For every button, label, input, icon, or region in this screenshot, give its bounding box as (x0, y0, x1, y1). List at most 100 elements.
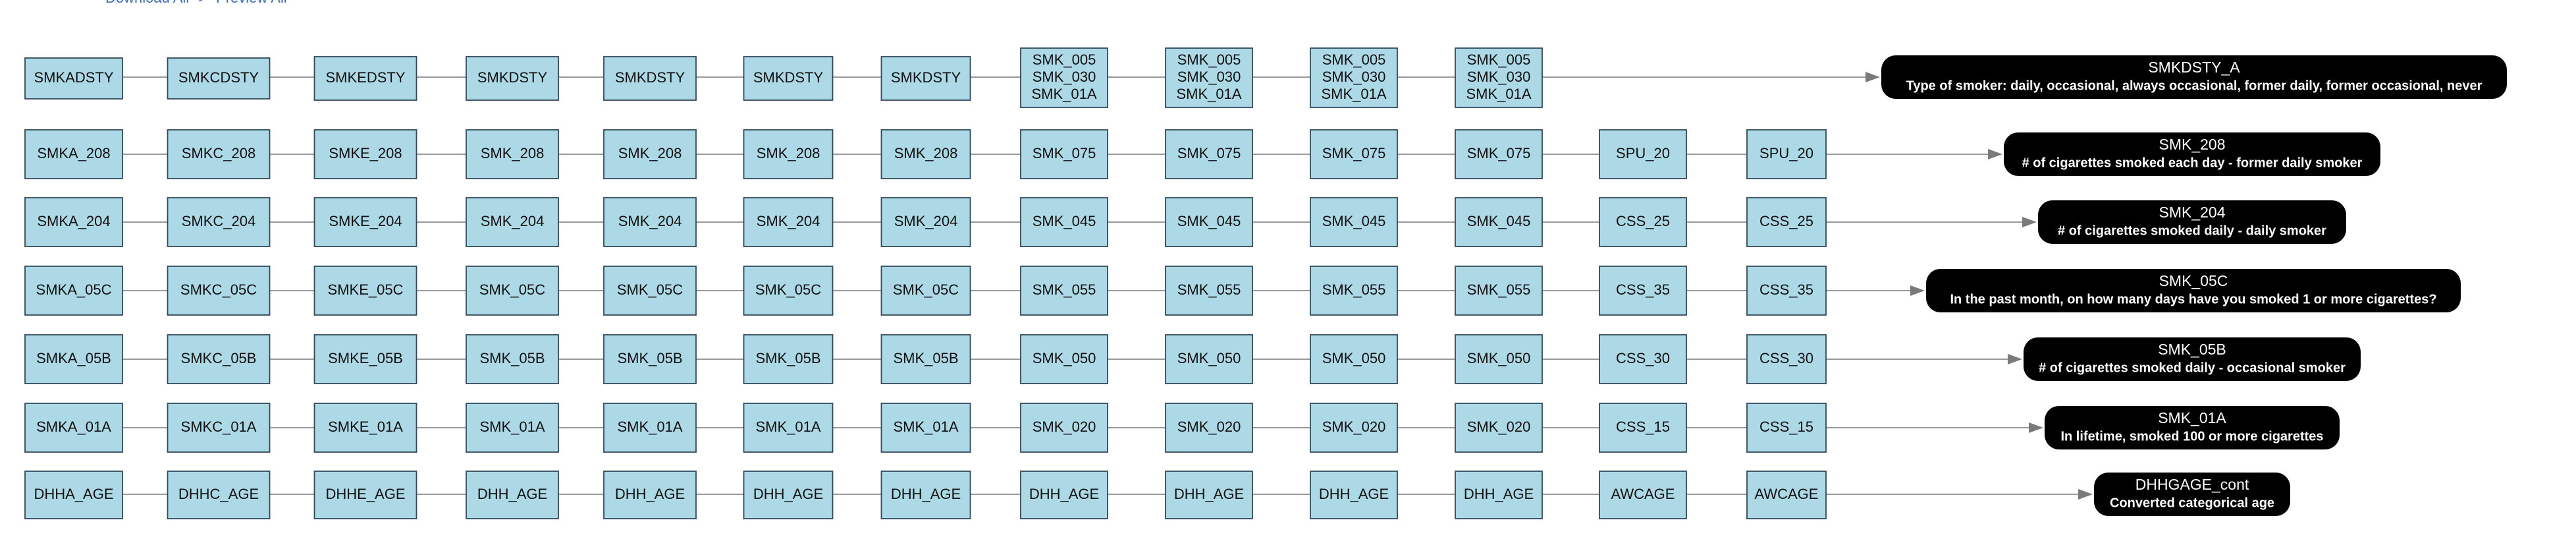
source-node[interactable]: SMK_075 (1455, 129, 1543, 179)
source-node[interactable]: SMK_05C (880, 266, 971, 316)
source-node[interactable]: CSS_25 (1599, 197, 1687, 247)
target-node[interactable]: SMK_204# of cigarettes smoked daily - da… (2038, 200, 2346, 244)
source-node[interactable]: SMKEDSTY (313, 56, 417, 101)
source-node[interactable]: DHH_AGE (1020, 471, 1108, 519)
source-node[interactable]: SMKA_05B (24, 334, 123, 384)
source-node[interactable]: SMK_055 (1020, 266, 1108, 316)
source-node[interactable]: CSS_15 (1746, 403, 1827, 453)
source-node[interactable]: DHHA_AGE (24, 471, 123, 519)
source-node[interactable]: SMK_055 (1165, 266, 1253, 316)
source-node[interactable]: SMK_045 (1455, 197, 1543, 247)
source-node[interactable]: SMK_020 (1455, 403, 1543, 453)
source-node[interactable]: SMKE_05B (313, 334, 417, 384)
source-node[interactable]: SMK_208 (880, 129, 971, 179)
source-node[interactable]: SMK_05C (603, 266, 697, 316)
source-node[interactable]: SMK_05B (603, 334, 697, 384)
source-node[interactable]: SPU_20 (1746, 129, 1827, 179)
source-node[interactable]: SPU_20 (1599, 129, 1687, 179)
source-node[interactable]: SMK_204 (603, 197, 697, 247)
source-node[interactable]: SMKA_208 (24, 129, 123, 179)
source-node[interactable]: CSS_25 (1746, 197, 1827, 247)
source-node[interactable]: DHH_AGE (1310, 471, 1398, 519)
source-node[interactable]: SMKCDSTY (167, 57, 271, 100)
source-node[interactable]: SMKE_01A (313, 403, 417, 453)
source-node[interactable]: SMKDSTY (466, 56, 559, 101)
source-node-label: CSS_35 (1616, 281, 1670, 298)
source-node[interactable]: DHH_AGE (1165, 471, 1253, 519)
source-node[interactable]: SMKA_204 (24, 197, 123, 247)
source-node[interactable]: SMK_05C (743, 266, 834, 316)
preview-all-link[interactable]: Preview All (216, 0, 287, 6)
source-node[interactable]: SMKC_01A (167, 403, 271, 453)
source-node[interactable]: DHHE_AGE (313, 471, 417, 519)
source-node[interactable]: SMK_204 (466, 197, 559, 247)
source-node[interactable]: SMKDSTY (743, 56, 834, 101)
source-node[interactable]: SMK_050 (1310, 334, 1398, 384)
source-node[interactable]: SMK_020 (1310, 403, 1398, 453)
source-node[interactable]: SMK_050 (1165, 334, 1253, 384)
source-node[interactable]: DHHC_AGE (167, 471, 271, 519)
source-node[interactable]: SMK_045 (1020, 197, 1108, 247)
source-node[interactable]: SMK_204 (743, 197, 834, 247)
source-node[interactable]: SMK_020 (1020, 403, 1108, 453)
source-node[interactable]: SMK_204 (880, 197, 971, 247)
target-node[interactable]: SMK_05B# of cigarettes smoked daily - oc… (2024, 337, 2361, 381)
source-node[interactable]: SMK_075 (1165, 129, 1253, 179)
source-node[interactable]: CSS_35 (1599, 266, 1687, 316)
source-node[interactable]: CSS_30 (1746, 334, 1827, 384)
source-node[interactable]: SMKA_05C (24, 266, 123, 316)
source-node[interactable]: SMK_05B (743, 334, 834, 384)
source-node[interactable]: SMKDSTY (603, 56, 697, 101)
source-node[interactable]: SMKE_204 (313, 197, 417, 247)
source-node[interactable]: SMK_055 (1455, 266, 1543, 316)
source-node[interactable]: AWCAGE (1746, 471, 1827, 519)
node-layer: SMKADSTY SMKCDSTY SMKEDSTY SMKDSTY SMKDSTY SM… (24, 47, 2507, 519)
source-node[interactable]: SMK_01A (880, 403, 971, 453)
source-node[interactable]: SMKE_208 (313, 129, 417, 179)
source-node[interactable]: SMKA_01A (24, 403, 123, 453)
source-node[interactable]: SMK_208 (466, 129, 559, 179)
source-node[interactable]: SMKDSTY (880, 56, 971, 101)
source-node[interactable]: SMK_05B (466, 334, 559, 384)
source-node[interactable]: SMK_075 (1020, 129, 1108, 179)
source-node[interactable]: SMK_05B (880, 334, 971, 384)
source-node[interactable]: SMKC_05C (167, 266, 271, 316)
source-node[interactable]: SMK_050 (1020, 334, 1108, 384)
source-node[interactable]: DHH_AGE (466, 471, 559, 519)
source-node[interactable]: SMK_050 (1455, 334, 1543, 384)
source-node[interactable]: CSS_30 (1599, 334, 1687, 384)
target-node[interactable]: SMK_208# of cigarettes smoked each day -… (2004, 132, 2380, 176)
source-node[interactable]: SMKADSTY (24, 57, 123, 100)
source-node[interactable]: SMKC_204 (167, 197, 271, 247)
source-node[interactable]: AWCAGE (1599, 471, 1687, 519)
source-node[interactable]: CSS_35 (1746, 266, 1827, 316)
source-node[interactable]: SMK_045 (1310, 197, 1398, 247)
source-node[interactable]: DHH_AGE (1455, 471, 1543, 519)
source-node[interactable]: SMK_01A (743, 403, 834, 453)
source-node[interactable]: DHH_AGE (880, 471, 971, 519)
source-node[interactable]: SMKC_05B (167, 334, 271, 384)
source-node[interactable]: SMK_045 (1165, 197, 1253, 247)
source-node[interactable]: SMK_01A (466, 403, 559, 453)
source-node[interactable]: SMK_208 (603, 129, 697, 179)
source-node[interactable]: SMK_01A (603, 403, 697, 453)
source-node[interactable]: DHH_AGE (603, 471, 697, 519)
source-node[interactable]: SMKC_208 (167, 129, 271, 179)
source-node[interactable]: SMK_020 (1165, 403, 1253, 453)
source-node[interactable]: SMK_05C (466, 266, 559, 316)
source-node[interactable]: CSS_15 (1599, 403, 1687, 453)
source-node[interactable]: SMK_055 (1310, 266, 1398, 316)
source-node[interactable]: SMKE_05C (313, 266, 417, 316)
source-node[interactable]: DHH_AGE (743, 471, 834, 519)
download-all-link[interactable]: Download All (105, 0, 189, 6)
source-node[interactable]: SMK_208 (743, 129, 834, 179)
source-node[interactable]: SMK_075 (1310, 129, 1398, 179)
